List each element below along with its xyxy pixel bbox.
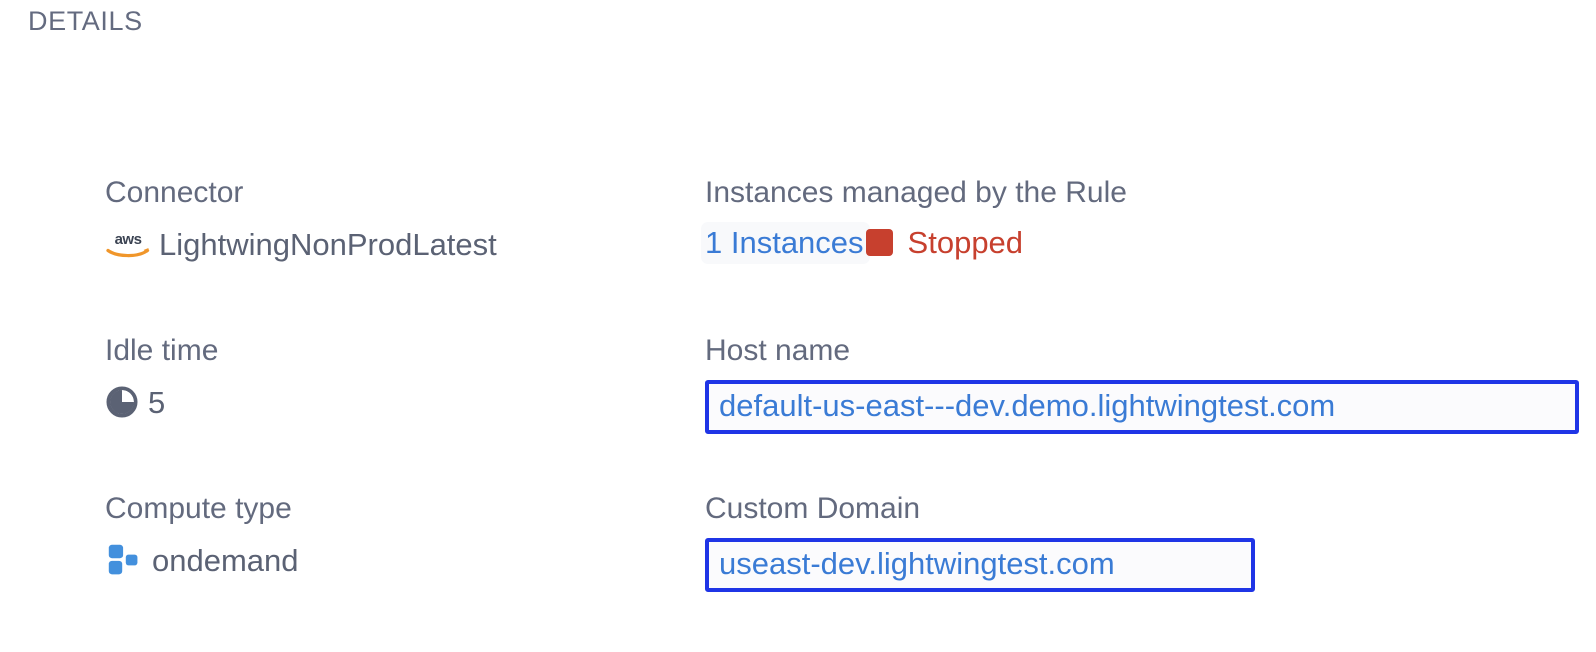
compute-type-label: Compute type (105, 492, 292, 525)
field-idle-time: Idle time 5 (105, 336, 218, 419)
idle-time-value-row: 5 (105, 385, 218, 419)
custom-domain-link[interactable]: useast-dev.lightwingtest.com (719, 546, 1115, 581)
host-name-label: Host name (705, 334, 851, 367)
host-name-highlight-box[interactable]: default-us-east---dev.demo.lightwingtest… (705, 380, 1579, 434)
instances-value-row: 1 Instances Stopped (701, 222, 1127, 264)
details-row-2: Idle time 5 Host name (0, 336, 1596, 494)
aws-logo-icon: aws (105, 227, 151, 261)
compute-type-value-row: ondemand (105, 543, 299, 577)
field-custom-domain: Custom Domain useast-dev.lightwingtest.c… (705, 494, 1255, 592)
custom-domain-highlight-box[interactable]: useast-dev.lightwingtest.com (705, 538, 1255, 592)
idle-time-label: Idle time (105, 334, 219, 367)
details-row-1: Connector aws LightwingNonProdLatest Ins… (0, 178, 1596, 336)
connector-value: LightwingNonProdLatest (159, 226, 497, 262)
idle-time-value: 5 (148, 384, 166, 420)
custom-domain-label: Custom Domain (705, 492, 921, 525)
compute-blocks-icon (105, 543, 143, 577)
instances-label: Instances managed by the Rule (705, 176, 1127, 209)
svg-text:aws: aws (115, 231, 142, 248)
host-name-link[interactable]: default-us-east---dev.demo.lightwingtest… (719, 388, 1336, 423)
field-connector: Connector aws LightwingNonProdLatest (105, 178, 497, 261)
status-badge: Stopped (907, 225, 1024, 260)
compute-type-value: ondemand (152, 542, 299, 578)
field-compute-type: Compute type ondemand (105, 494, 299, 577)
clock-pie-icon (105, 385, 139, 419)
details-grid: Connector aws LightwingNonProdLatest Ins… (0, 178, 1596, 652)
stopped-square-icon (865, 229, 893, 256)
connector-label: Connector (105, 176, 244, 209)
page-title: DETAILS (28, 6, 143, 36)
field-host-name: Host name default-us-east---dev.demo.lig… (705, 336, 1579, 434)
instances-count-link[interactable]: 1 Instances (701, 222, 870, 264)
field-instances: Instances managed by the Rule 1 Instance… (701, 176, 1127, 264)
details-row-3: Compute type ondemand Custom Domain u (0, 494, 1596, 652)
connector-value-row: aws LightwingNonProdLatest (105, 227, 497, 261)
